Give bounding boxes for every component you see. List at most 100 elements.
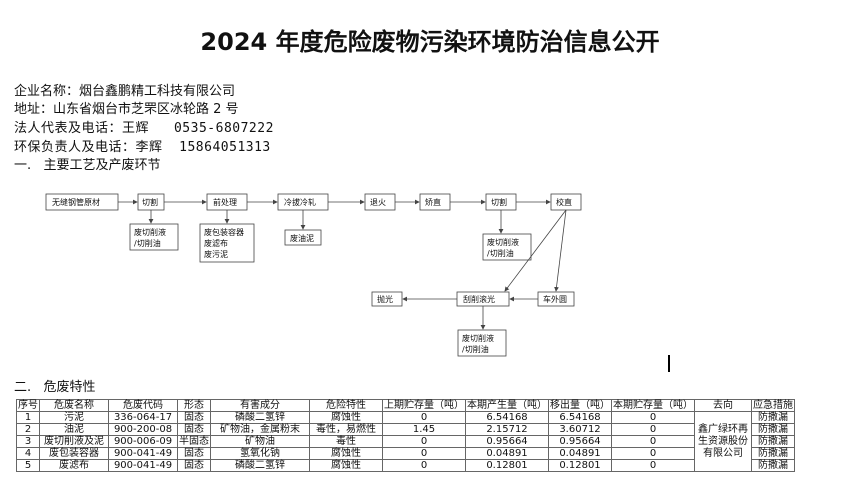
- table-cell: 0: [611, 459, 695, 472]
- waste-cutting-fluid-2: [482, 233, 532, 261]
- table-cell: 固态: [177, 423, 211, 436]
- flow-label: 废滤布: [204, 238, 228, 248]
- table-cell: 毒性: [309, 435, 383, 448]
- hazardous-waste-table: 序号 危废名称 危废代码 形态 有害成分 危险特性 上期贮存量（吨） 本期产生量…: [16, 399, 795, 472]
- table-cell: 腐蚀性: [309, 459, 383, 472]
- table-cell: 1: [16, 411, 40, 424]
- node-pretreatment-label: 前处理: [213, 197, 237, 207]
- table-cell: 矿物油: [210, 435, 310, 448]
- node-alignment-label: 校直: [556, 197, 572, 207]
- table-cell: 防撒漏: [751, 447, 795, 460]
- waste-cutting-fluid-1: [129, 223, 179, 251]
- table-cell: 腐蚀性: [309, 447, 383, 460]
- table-cell: 6.54168: [465, 411, 549, 424]
- table-cell: 5: [16, 459, 40, 472]
- header-cell: 危废代码: [108, 399, 178, 412]
- flow-label: 废切削液: [462, 333, 494, 343]
- table-cell: 0.04891: [548, 447, 612, 460]
- section-1-heading: 一. 主要工艺及产废环节: [14, 158, 161, 173]
- node-anneal-label: 退火: [370, 198, 386, 207]
- flow-label: 抛光: [377, 294, 393, 304]
- header-cell: 本期贮存量（吨）: [611, 399, 695, 412]
- flow-label: 车外圆: [543, 294, 567, 304]
- table-cell: 336-064-17: [108, 411, 178, 424]
- table-cell: 900-041-49: [108, 447, 178, 460]
- text-cursor: [668, 355, 670, 372]
- table-cell: 3: [16, 435, 40, 448]
- table-cell: 0: [611, 435, 695, 448]
- company-name: 企业名称：烟台鑫鹏精工科技有限公司: [14, 84, 236, 99]
- table-cell: 固态: [177, 411, 211, 424]
- node-straighten-label: 矫直: [425, 197, 441, 207]
- table-cell: 0.95664: [465, 435, 549, 448]
- header-cell: 危险特性: [309, 399, 383, 412]
- table-cell: 防撒漏: [751, 411, 795, 424]
- node-raw-material-label: 无缝钢管原材: [52, 197, 100, 207]
- page-title: 2024 年度危险废物污染环境防治信息公开: [200, 28, 660, 56]
- header-cell: 去向: [694, 399, 752, 412]
- header-cell: 应急措施: [751, 399, 795, 412]
- table-cell: 废切削液及泥: [39, 435, 109, 448]
- table-cell: 0: [611, 411, 695, 424]
- table-cell: 2: [16, 423, 40, 436]
- table-cell: 腐蚀性: [309, 411, 383, 424]
- table-cell: 2.15712: [465, 423, 549, 436]
- table-cell: 磷酸二氢锌: [210, 411, 310, 424]
- header-cell: 形态: [177, 399, 211, 412]
- table-cell: 半固态: [177, 435, 211, 448]
- header-cell: 有害成分: [210, 399, 310, 412]
- table-cell: 900-006-09: [108, 435, 178, 448]
- table-cell: 防撒漏: [751, 459, 795, 472]
- header-cell: 本期产生量（吨）: [465, 399, 549, 412]
- table-cell: 0: [382, 411, 466, 424]
- table-cell: 900-200-08: [108, 423, 178, 436]
- company-address: 地址：山东省烟台市芝罘区冰轮路 2 号: [14, 102, 239, 117]
- header-cell: 移出量（吨）: [548, 399, 612, 412]
- flow-label: /切削油: [487, 248, 514, 258]
- node-cutting-1-label: 切割: [142, 197, 158, 207]
- table-cell: 氢氧化钠: [210, 447, 310, 460]
- legal-representative: 法人代表及电话：王辉 0535-6807222: [14, 121, 274, 136]
- table-cell: 0: [611, 423, 695, 436]
- table-cell: 废包装容器: [39, 447, 109, 460]
- table-cell: 0: [611, 447, 695, 460]
- table-cell: 矿物油，金属粉末: [210, 423, 310, 436]
- table-cell: 0.12801: [465, 459, 549, 472]
- table-cell: 0.04891: [465, 447, 549, 460]
- table-cell: 0: [382, 447, 466, 460]
- header-cell: 危废名称: [39, 399, 109, 412]
- flow-label: /切削油: [134, 238, 161, 248]
- node-polish: [371, 291, 403, 307]
- table-cell: 0.95664: [548, 435, 612, 448]
- flow-label: 废包装容器: [204, 227, 244, 237]
- waste-oil-sludge: [284, 229, 322, 246]
- table-cell: 3.60712: [548, 423, 612, 436]
- node-cutting-2-label: 切割: [491, 197, 507, 207]
- waste-packaging-filter-sludge: [199, 223, 255, 263]
- flow-label: 废污泥: [204, 249, 228, 259]
- table-cell: 磷酸二氢锌: [210, 459, 310, 472]
- table-cell: 防撒漏: [751, 435, 795, 448]
- flow-label: 废切削液: [134, 227, 166, 237]
- flow-label: /切削油: [462, 344, 489, 354]
- table-header-row: 序号 危废名称 危废代码 形态 有害成分 危险特性 上期贮存量（吨） 本期产生量…: [16, 399, 795, 412]
- destination-cell: 鑫广绿环再生资源股份有限公司: [694, 411, 752, 472]
- flow-label: 废切削液: [487, 237, 519, 247]
- table-cell: 1.45: [382, 423, 466, 436]
- node-cold-draw-label: 冷拔冷轧: [284, 197, 316, 207]
- flow-label: 废油泥: [290, 233, 314, 243]
- table-cell: 废滤布: [39, 459, 109, 472]
- table-cell: 固态: [177, 459, 211, 472]
- flow-label: 刮削滚光: [463, 294, 495, 304]
- header-cell: 序号: [16, 399, 40, 412]
- table-cell: 油泥: [39, 423, 109, 436]
- table-cell: 0: [382, 459, 466, 472]
- environmental-contact: 环保负责人及电话：李辉 15864051313: [14, 140, 271, 155]
- table-cell: 6.54168: [548, 411, 612, 424]
- table-cell: 固态: [177, 447, 211, 460]
- process-flow-diagram: 无缝钢管原材 切割 前处理 冷拔冷轧 退火 矫直 切割 校直 废切削液 /切削油…: [45, 193, 582, 357]
- table-cell: 毒性，易燃性: [309, 423, 383, 436]
